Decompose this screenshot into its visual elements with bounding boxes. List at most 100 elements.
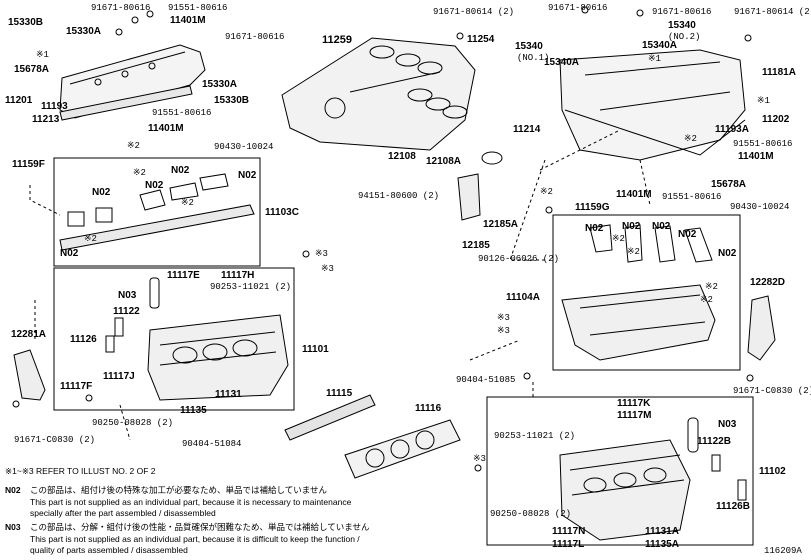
label-ref-2-e: ※2 [181, 198, 194, 208]
label-90253-11021-a: 90253-11021 (2) [210, 282, 292, 292]
label-91671-80614-2: 91671-80614 (2) [433, 7, 515, 17]
label-11193: 11193 [41, 101, 68, 112]
label-15330a-b: 15330A [202, 79, 238, 90]
label-91671-80616: 91671-80616 [91, 3, 151, 13]
note-n03-en-1: This part is not supplied as an individu… [30, 534, 360, 544]
right-cylinder-head [559, 417, 747, 541]
label-11259: 11259 [322, 34, 352, 46]
label-11116: 11116 [415, 403, 442, 414]
label-15340a-b: 15340A [544, 57, 580, 68]
label-11401m-c: 11401M [738, 151, 774, 162]
label-91671-80614-2-b: 91671-80614 (2) [734, 7, 811, 17]
label-ref-3-b: ※3 [321, 264, 334, 274]
label-11181a: 11181A [762, 67, 796, 78]
label-90404-51085: 90404-51085 [456, 375, 516, 385]
label-15340-no2: 15340 [668, 20, 696, 31]
label-11126: 11126 [70, 334, 97, 345]
label-11104a: 11104A [506, 292, 540, 303]
label-n02-b: N02 [238, 170, 257, 181]
label-n02-e: N02 [60, 248, 79, 259]
label-n02-d: N02 [92, 187, 111, 198]
label-11122: 11122 [113, 306, 140, 317]
label-11254: 11254 [467, 34, 495, 45]
right-bracket-12282d [747, 295, 776, 361]
label-91671-80616-b: 91671-80616 [225, 32, 285, 42]
label-90253-11021-b: 90253-11021 (2) [494, 431, 576, 441]
label-n02-c: N02 [145, 180, 164, 191]
label-15678a-b: 15678A [711, 179, 747, 190]
box-11104a [552, 214, 741, 371]
note-n02-code: N02 [5, 485, 21, 495]
note-n03-code: N03 [5, 522, 21, 532]
label-91671-c0830-b: 91671-C0830 (2) [733, 386, 811, 396]
label-ref-2-j: ※2 [700, 295, 713, 305]
label-11193a: 11193A [715, 124, 749, 135]
label-15678a: 15678A [14, 64, 50, 75]
gasket-11115 [284, 394, 376, 441]
oil-filler-pipe-12185 [457, 173, 481, 221]
label-12282d: 12282D [750, 277, 786, 288]
label-11131a: 11131A [645, 526, 679, 537]
label-15340-no1: 15340 [515, 41, 543, 52]
label-11117k: 11117K [617, 398, 651, 409]
label-91671-c0830-a: 91671-C0830 (2) [14, 435, 96, 445]
note-n02-en-1: This part is not supplied as an individu… [30, 497, 352, 507]
label-11159g: 11159G [575, 202, 610, 213]
label-15340-no1-sub: (NO.1) [517, 53, 550, 63]
label-n03-a: N03 [118, 290, 137, 301]
oil-filler-cap-12108 [481, 151, 503, 165]
label-11103c: 11103C [265, 207, 299, 218]
label-ref-2-b: ※2 [540, 187, 553, 197]
label-11401m: 11401M [170, 15, 206, 26]
right-cylinder-head-cover [559, 49, 746, 161]
label-11117m: 11117M [617, 410, 652, 421]
left-cylinder-head-cover [59, 44, 206, 121]
label-15330a: 15330A [66, 26, 102, 37]
label-ref-1: ※1 [36, 50, 49, 60]
left-camshaft-housing [59, 173, 255, 251]
label-n03-b: N03 [718, 419, 737, 430]
label-12108: 12108 [388, 151, 416, 162]
label-94151-80600: 94151-80600 (2) [358, 191, 440, 201]
label-90126-06026: 90126-06026 (2) [478, 254, 560, 264]
note-n02-en-2: specially after the part assembled / dis… [30, 508, 216, 518]
label-11102: 11102 [759, 466, 786, 477]
label-91551-80616-d: 91551-80616 [662, 192, 722, 202]
label-n02-j: N02 [718, 248, 737, 259]
note-n03-en-2: quality of parts assembled / disassemble… [30, 545, 188, 555]
label-ref-3-c: ※3 [497, 313, 510, 323]
label-11159f: 11159F [12, 159, 45, 170]
label-11201: 11201 [5, 95, 33, 106]
label-91671-80616-c: 91671-80616 [548, 3, 608, 13]
label-11214: 11214 [513, 124, 541, 135]
label-91551-80616-c: 91551-80616 [733, 139, 793, 149]
label-90250-08028-b: 90250-08028 (2) [490, 509, 572, 519]
label-ref-3-a: ※3 [315, 249, 328, 259]
leader-lines [29, 129, 651, 441]
label-91671-80616-d: 91671-80616 [652, 7, 712, 17]
left-bracket-12281a [13, 349, 46, 401]
label-11122b: 11122B [697, 436, 731, 447]
label-ref-2-a: ※2 [684, 134, 697, 144]
label-n02-g: N02 [622, 221, 641, 232]
label-n02-i: N02 [678, 229, 697, 240]
label-11135: 11135 [180, 405, 207, 416]
label-15340a-a: 15340A [642, 40, 678, 51]
box-11101 [53, 267, 295, 411]
label-ref-1-c: ※1 [757, 96, 770, 106]
box-11102 [486, 396, 754, 546]
label-11401m-d: 11401M [616, 189, 652, 200]
label-ref-2-i: ※2 [705, 282, 718, 292]
label-91551-80616: 91551-80616 [168, 3, 228, 13]
left-cylinder-head [105, 277, 289, 401]
label-11101: 11101 [302, 344, 329, 355]
right-camshaft-housing [561, 224, 716, 361]
label-11117f: 11117F [60, 381, 93, 392]
label-ref-2-f: ※2 [84, 234, 97, 244]
label-ref-3-d: ※3 [497, 326, 510, 336]
label-15340-no2-sub: (NO.2) [668, 32, 701, 42]
label-12281a: 12281A [11, 329, 47, 340]
fasteners [12, 6, 754, 472]
label-15330b: 15330B [8, 17, 44, 28]
